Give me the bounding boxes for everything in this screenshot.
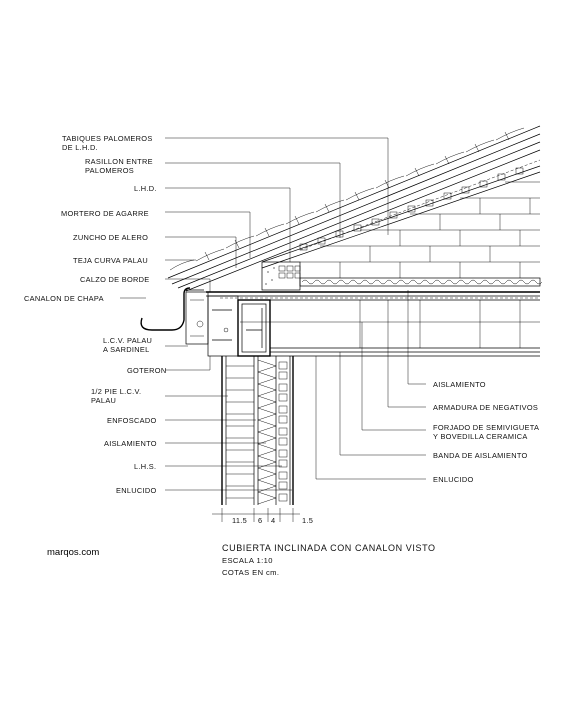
roof-slope xyxy=(167,125,541,292)
dim-4: 4 xyxy=(271,516,275,525)
label-aislamiento-right: AISLAMIENTO xyxy=(433,380,486,389)
wall-insulation xyxy=(257,359,277,505)
slab xyxy=(206,291,540,357)
drawing-title: CUBIERTA INCLINADA CON CANALON VISTO xyxy=(222,543,436,553)
dim-6: 6 xyxy=(258,516,262,525)
brand-watermark: marqos.com xyxy=(47,547,99,558)
label-lcv-1: L.C.V. PALAU xyxy=(103,336,152,345)
palomero-blocks xyxy=(299,167,524,251)
label-zuncho: ZUNCHO DE ALERO xyxy=(73,233,148,242)
label-aislamiento-left: AISLAMIENTO xyxy=(104,439,157,448)
label-medio-pie-1: 1/2 PIE L.C.V. xyxy=(91,387,141,396)
curved-tiles xyxy=(169,127,525,271)
drawing-units: COTAS EN cm. xyxy=(222,568,279,577)
label-lcv-2: A SARDINEL xyxy=(103,345,150,354)
inner-leaf-bricks xyxy=(278,361,288,502)
label-teja: TEJA CURVA PALAU xyxy=(73,256,148,265)
label-tabiques-2: DE L.H.D. xyxy=(62,143,98,152)
label-armadura: ARMADURA DE NEGATIVOS xyxy=(433,403,538,412)
label-tabiques-1: TABIQUES PALOMEROS xyxy=(62,134,153,143)
label-goteron: GOTERON xyxy=(127,366,166,375)
dimension-line: 11.5 6 4 1.5 xyxy=(212,508,313,525)
label-rasillon-1: RASILLON ENTRE xyxy=(85,157,153,166)
label-rasillon-2: PALOMEROS xyxy=(85,166,134,175)
dim-1-5: 1.5 xyxy=(302,516,313,525)
label-forjado-2: Y BOVEDILLA CERAMICA xyxy=(433,432,528,441)
eave-block xyxy=(261,261,301,291)
label-banda: BANDA DE AISLAMIENTO xyxy=(433,451,528,460)
label-enlucido-left: ENLUCIDO xyxy=(116,486,157,495)
label-medio-pie-2: PALAU xyxy=(91,396,116,405)
right-callouts: AISLAMIENTO ARMADURA DE NEGATIVOS FORJAD… xyxy=(315,290,539,484)
label-forjado-1: FORJADO DE SEMIVIGUETA xyxy=(433,423,539,432)
drawing-scale: ESCALA 1:10 xyxy=(222,556,273,565)
outer-leaf-bricks xyxy=(226,365,254,499)
gutter xyxy=(140,287,239,357)
left-callouts: TABIQUES PALOMEROS DE L.H.D. RASILLON EN… xyxy=(24,134,389,495)
wall-section xyxy=(221,356,294,505)
tabiques-palomeros xyxy=(300,181,540,278)
label-mortero: MORTERO DE AGARRE xyxy=(61,209,149,218)
label-calzo: CALZO DE BORDE xyxy=(80,275,150,284)
label-canalon: CANALON DE CHAPA xyxy=(24,294,104,303)
label-lhd: L.H.D. xyxy=(134,184,157,193)
label-lhs: L.H.S. xyxy=(134,462,156,471)
dim-11-5: 11.5 xyxy=(232,516,247,525)
insulation-layer xyxy=(299,277,543,287)
label-enfoscado: ENFOSCADO xyxy=(107,416,157,425)
label-enlucido-right: ENLUCIDO xyxy=(433,475,474,484)
